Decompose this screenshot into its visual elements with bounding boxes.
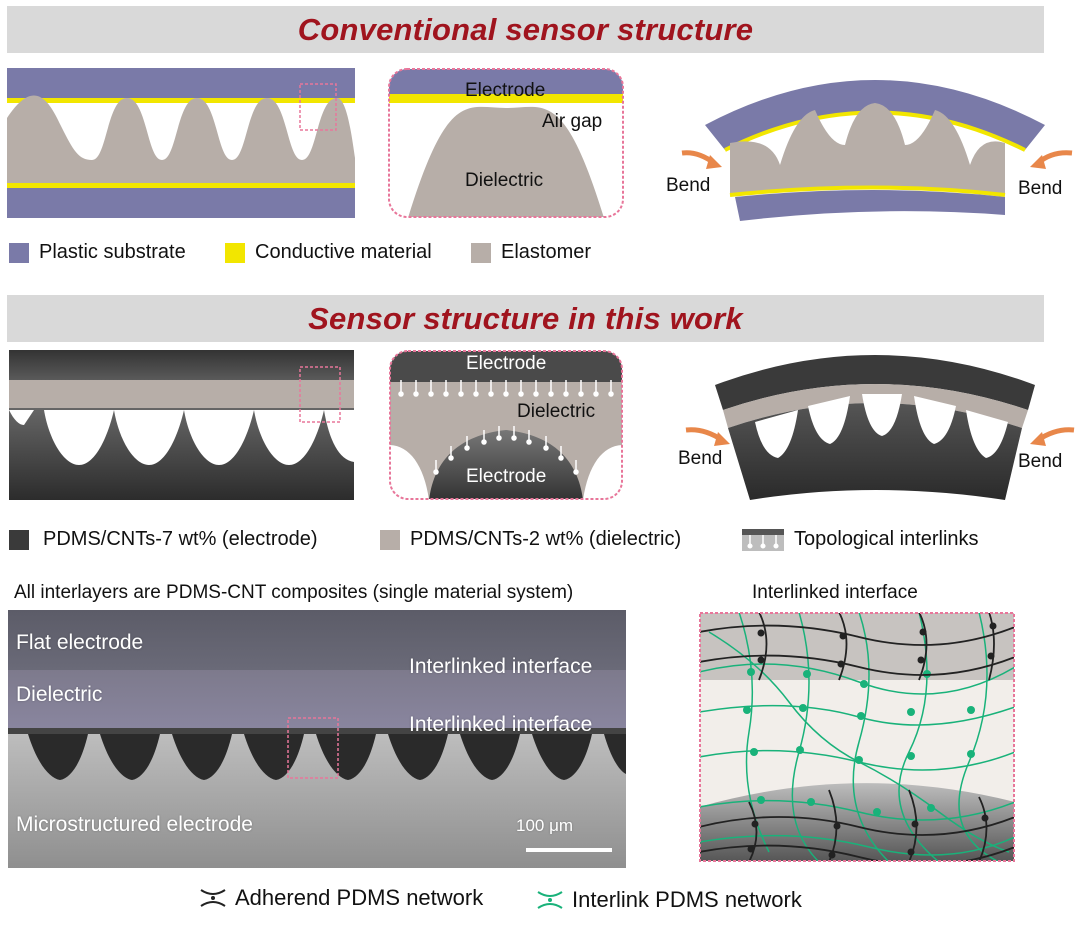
- conductive-swatch: [225, 243, 245, 263]
- legend3-item-adherend: Adherend PDMS network: [199, 885, 483, 911]
- legend2-item-electrode: PDMS/CNTs-7 wt% (electrode): [9, 528, 318, 551]
- network-title: Interlinked interface: [752, 582, 918, 604]
- legend3-item-interlink: Interlink PDMS network: [536, 887, 802, 913]
- interlinked-network-diagram: [699, 612, 1015, 862]
- sem-flat-electrode-label: Flat electrode: [16, 631, 143, 655]
- interlink-icon: [742, 529, 784, 551]
- section2-title: Sensor structure in this work: [308, 301, 743, 337]
- scale-bar-label: 100 μm: [516, 816, 573, 836]
- section1-banner: Conventional sensor structure: [7, 6, 1044, 53]
- work-bent-sensor: [660, 340, 1080, 505]
- inset2-dielectric-label: Dielectric: [517, 401, 595, 423]
- elastomer-swatch: [471, 243, 491, 263]
- legend1-item-elastomer: Elastomer: [471, 241, 591, 264]
- sem-interlinked-interface-1-label: Interlinked interface: [409, 655, 592, 679]
- interlink-network-icon: [536, 889, 564, 911]
- substrate-swatch: [9, 243, 29, 263]
- section1-title: Conventional sensor structure: [298, 12, 753, 48]
- section3-caption: All interlayers are PDMS-CNT composites …: [14, 582, 573, 604]
- section2-banner: Sensor structure in this work: [7, 295, 1044, 342]
- legend3-label: Interlink PDMS network: [572, 887, 802, 913]
- bend1-left-label: Bend: [666, 175, 710, 197]
- legend2-label: PDMS/CNTs-7 wt% (electrode): [43, 528, 318, 551]
- sem-interlinked-interface-2-label: Interlinked interface: [409, 713, 592, 737]
- inset2-electrode-bottom-label: Electrode: [466, 466, 546, 488]
- conventional-cross-section: [7, 68, 355, 218]
- legend2-item-interlinks: Topological interlinks: [742, 528, 979, 551]
- legend1-item-substrate: Plastic substrate: [9, 241, 186, 264]
- sem-microstructured-electrode-label: Microstructured electrode: [16, 813, 253, 837]
- legend2-item-dielectric: PDMS/CNTs-2 wt% (dielectric): [380, 528, 681, 551]
- work-cross-section: [9, 350, 354, 500]
- legend2-label: Topological interlinks: [794, 528, 979, 551]
- inset2-electrode-top-label: Electrode: [466, 353, 546, 375]
- conventional-bent-sensor: [660, 55, 1080, 230]
- inset1-electrode-label: Electrode: [465, 80, 545, 102]
- legend1-item-conductive: Conductive material: [225, 241, 432, 264]
- sem-dielectric-label: Dielectric: [16, 683, 102, 707]
- legend1-label: Plastic substrate: [39, 241, 186, 264]
- legend3-label: Adherend PDMS network: [235, 885, 483, 911]
- electrode-swatch: [9, 530, 29, 550]
- legend1-label: Elastomer: [501, 241, 591, 264]
- bend2-left-label: Bend: [678, 448, 722, 470]
- inset1-airgap-label: Air gap: [542, 111, 602, 133]
- bend2-right-label: Bend: [1018, 451, 1062, 473]
- legend2-label: PDMS/CNTs-2 wt% (dielectric): [410, 528, 681, 551]
- inset1-dielectric-label: Dielectric: [465, 170, 543, 192]
- legend1-label: Conductive material: [255, 241, 432, 264]
- adherend-network-icon: [199, 887, 227, 909]
- bend1-right-label: Bend: [1018, 178, 1062, 200]
- dielectric-swatch: [380, 530, 400, 550]
